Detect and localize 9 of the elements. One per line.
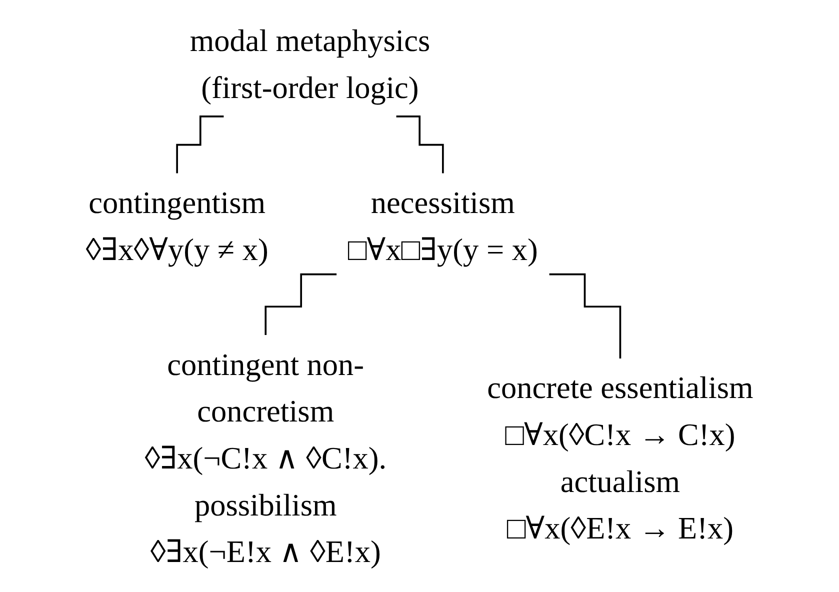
node-text: concrete essentialism □∀x(◊C!x → C!x) actualism □∀x(◊E!x → E!x) <box>487 370 754 546</box>
node-text: modal metaphysics (first-order logic) <box>190 22 430 106</box>
connector <box>176 115 224 174</box>
connector <box>264 273 337 336</box>
node-text: necessitism □∀x□∃y(y = x) <box>348 184 538 267</box>
connector <box>549 273 622 360</box>
node-text: contingentism ◊∃x◊∀y(y ≠ x) <box>86 184 268 267</box>
connector <box>396 115 444 174</box>
node-text: contingent non-concretism ◊∃x(¬C!x ∧ ◊C!x). possibilism ◊∃x(¬E!x ∧ ◊E!x) <box>144 346 387 570</box>
